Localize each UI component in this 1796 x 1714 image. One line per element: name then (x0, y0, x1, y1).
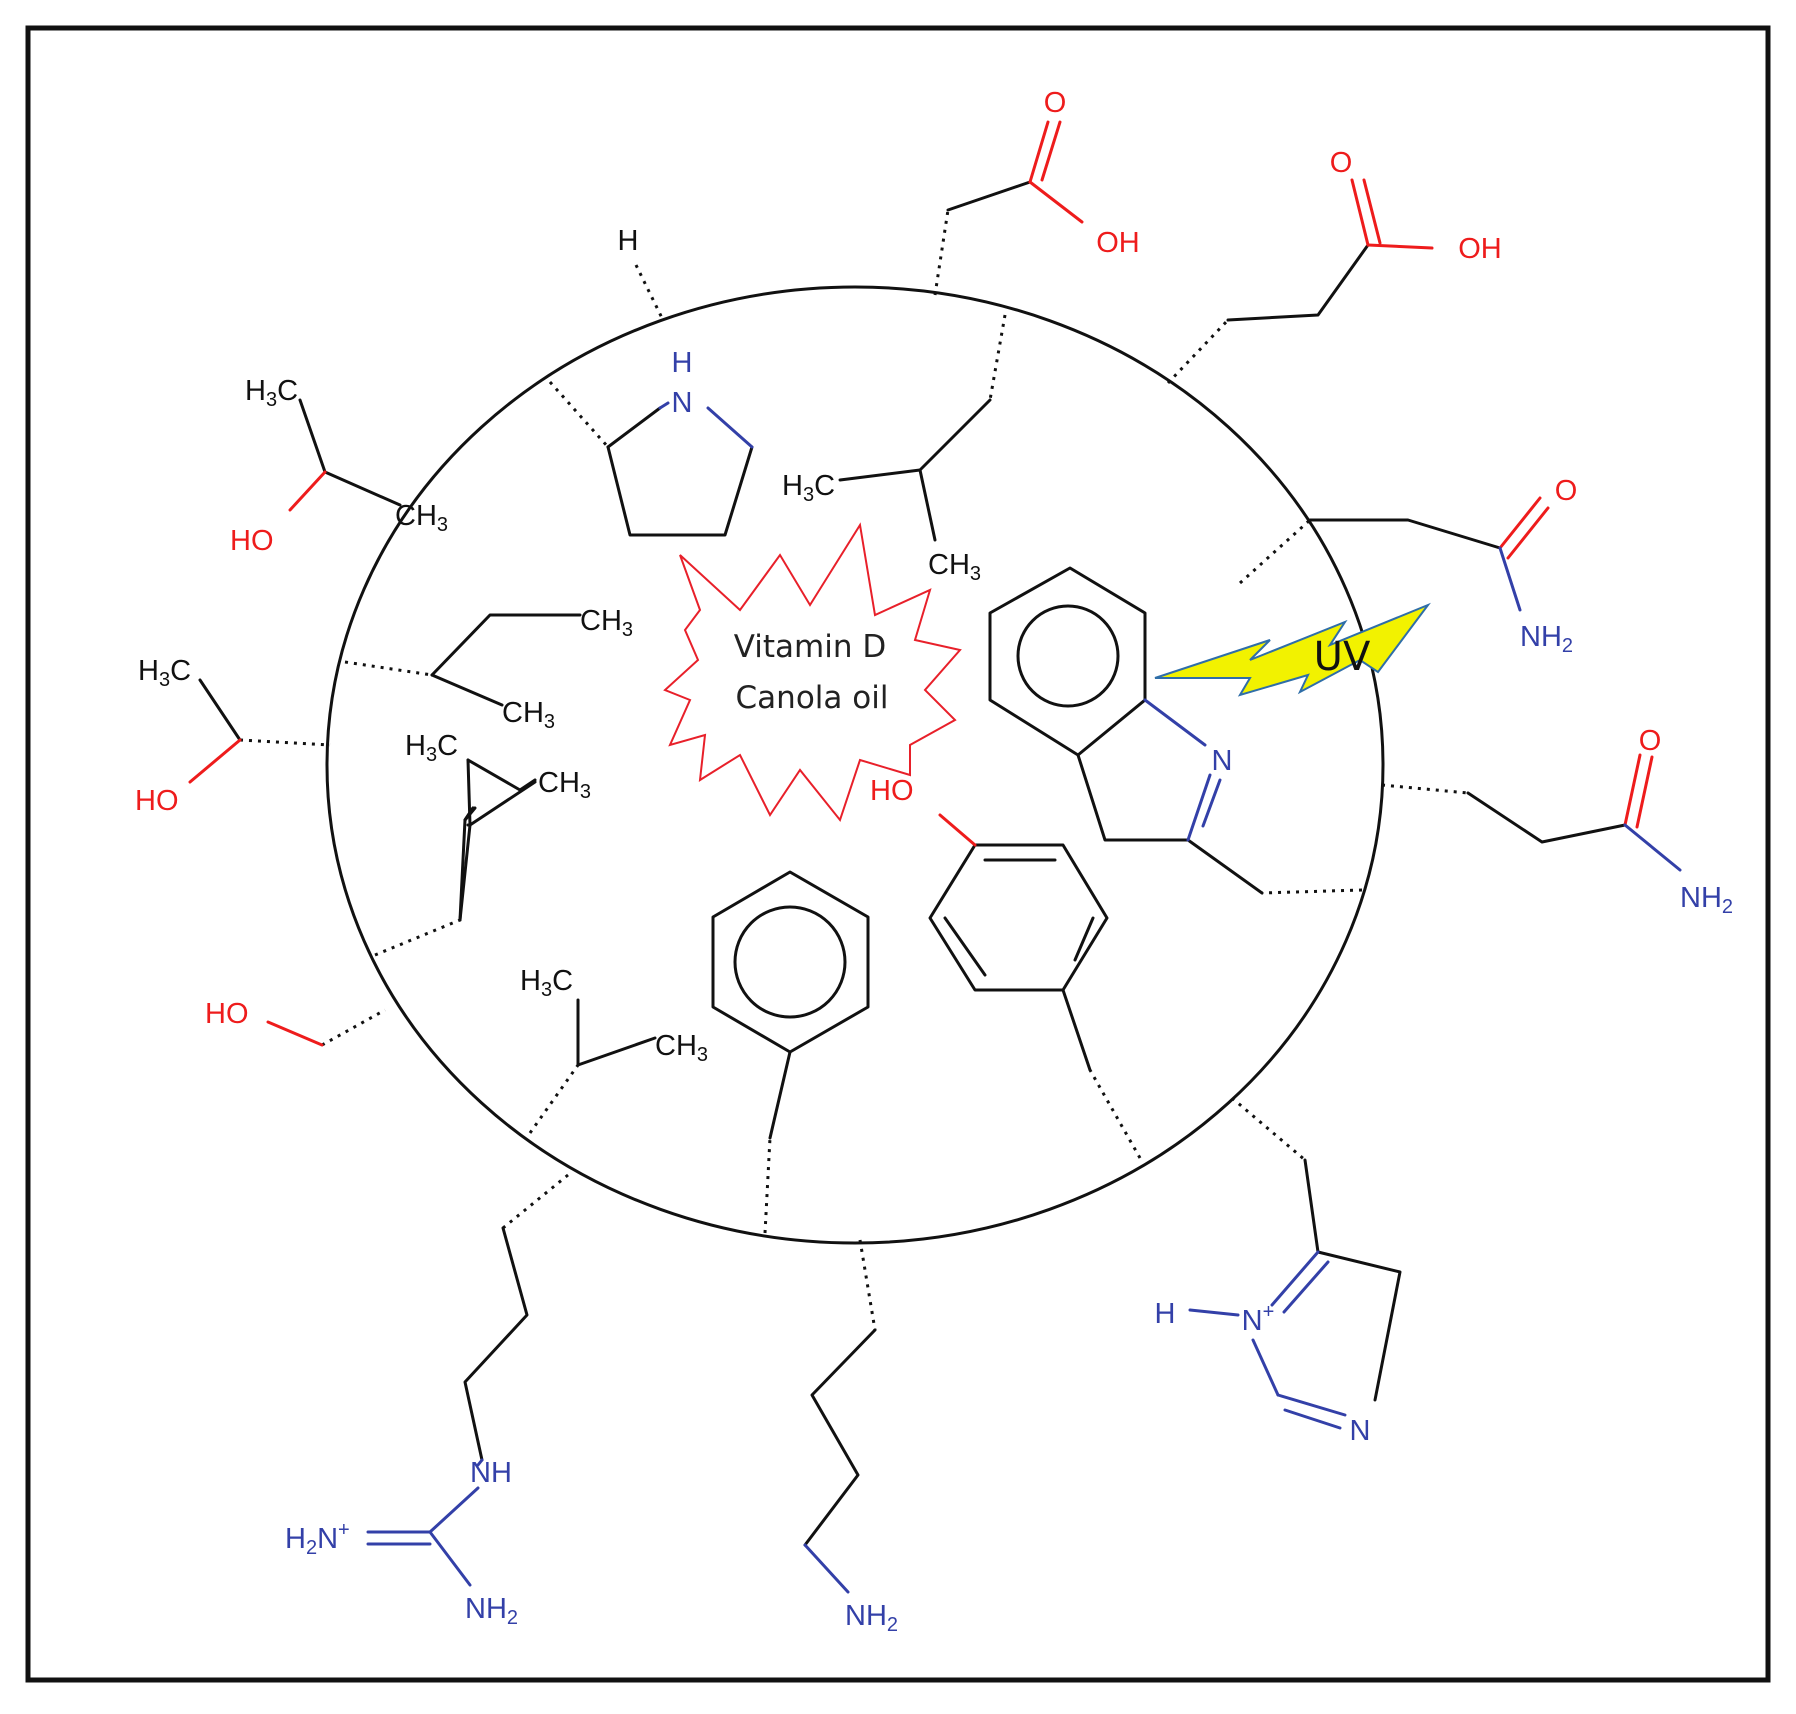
glu-o: O (1330, 147, 1353, 179)
atom-h: H (618, 225, 639, 257)
uv-bolt-icon (1154, 602, 1431, 697)
arg-nh: NH (470, 1457, 512, 1489)
arginine-group: NH H2N+ NH2 (285, 1173, 569, 1629)
leucine-upper-group: H3C CH3 (782, 314, 1007, 585)
thr1-h3c: H3C (245, 375, 298, 411)
thr2-ho: HO (135, 785, 179, 817)
phenylalanine-group (711, 870, 870, 1234)
trp-n: N (1212, 745, 1233, 777)
his-n: N (1350, 1415, 1371, 1447)
proline-ring: H N (548, 347, 754, 537)
glutamine-group: O NH2 (1381, 725, 1733, 918)
ile-ch3-top: CH3 (580, 605, 633, 641)
leu2-h3c: H3C (405, 730, 458, 766)
uv-lightning: UV (1154, 602, 1431, 697)
his-nplus: N+ (1242, 1301, 1275, 1337)
arg-nh2: NH2 (465, 1593, 518, 1629)
leu1-ch3: CH3 (928, 549, 981, 585)
gln-o: O (1639, 725, 1662, 757)
glu-oh: OH (1458, 233, 1502, 265)
threonine-lower-group: H3C HO (135, 655, 331, 817)
core-label-line1: Vitamin D (734, 629, 886, 665)
ser-ho: HO (205, 998, 249, 1030)
thr1-ch3: CH3 (395, 500, 448, 536)
aspartic-acid-group: O OH (933, 87, 1140, 296)
encapsulated-core: Vitamin D Canola oil (663, 522, 962, 823)
val-h3c: H3C (520, 965, 573, 1001)
tyrosine-group: HO (870, 775, 1142, 1159)
leu2-ch3: CH3 (538, 767, 591, 803)
leucine-lower-group: H3C CH3 (374, 730, 591, 957)
core-label-line2: Canola oil (736, 680, 889, 716)
asn-o: O (1555, 475, 1578, 507)
histidine-group: H N+ N (1155, 1096, 1402, 1447)
thr1-ho: HO (230, 525, 274, 557)
starburst-shape (663, 522, 962, 823)
protein-particle-circle (325, 285, 1385, 1245)
proline-nh-h: H (672, 347, 693, 379)
asparagine-group: O NH2 (1238, 475, 1578, 657)
isoleucine-group: CH3 CH3 (344, 605, 633, 733)
thr2-h3c: H3C (138, 655, 191, 691)
threonine-upper-group: H3C CH3 HO (230, 375, 448, 557)
asp-o: O (1044, 87, 1067, 119)
uv-label: UV (1314, 634, 1371, 680)
lysine-group: NH2 (803, 1239, 898, 1636)
figure-frame (25, 25, 1771, 1683)
tyr-ho: HO (870, 775, 914, 807)
his-h: H (1155, 1298, 1176, 1330)
leu1-h3c: H3C (782, 470, 835, 506)
asn-nh2: NH2 (1520, 621, 1573, 657)
val-ch3: CH3 (655, 1030, 708, 1066)
gln-nh2: NH2 (1680, 882, 1733, 918)
tryptophan-group: N (988, 566, 1363, 895)
glutamic-acid-group: O OH (1166, 147, 1502, 385)
proline-nh-n: N (672, 387, 693, 419)
asp-oh: OH (1096, 227, 1140, 259)
lys-nh2: NH2 (845, 1600, 898, 1636)
arg-h2n-plus: H2N+ (285, 1519, 350, 1559)
ile-ch3-bottom: CH3 (502, 697, 555, 733)
serine-group: HO (205, 998, 386, 1047)
hydrogen-group-top: H (618, 225, 664, 319)
valine-group: H3C CH3 (520, 965, 708, 1134)
